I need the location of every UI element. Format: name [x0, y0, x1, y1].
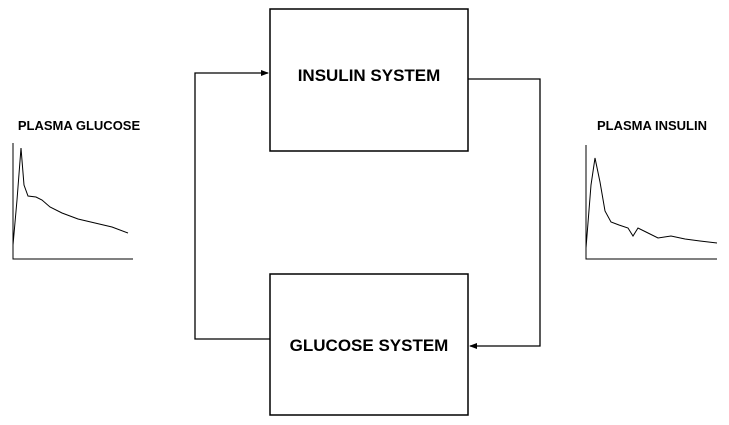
insulin-to-glucose-arrow	[468, 78, 541, 349]
plasma-glucose-plot: PLASMA GLUCOSE	[12, 118, 141, 260]
insulin-system-node: INSULIN SYSTEM	[269, 8, 469, 152]
plasma-glucose-label: PLASMA GLUCOSE	[18, 118, 141, 133]
glucose-system-node: GLUCOSE SYSTEM	[269, 273, 469, 416]
glucose-system-box	[269, 273, 469, 416]
plasma-insulin-axes	[585, 145, 717, 260]
insulin-system-label: INSULIN SYSTEM	[298, 66, 441, 85]
plasma-insulin-label: PLASMA INSULIN	[597, 118, 707, 133]
plasma-insulin-curve	[585, 157, 718, 249]
plasma-glucose-axes	[12, 143, 133, 260]
insulin-system-box	[269, 8, 469, 152]
glucose-to-insulin-arrow	[194, 70, 270, 340]
plasma-insulin-plot: PLASMA INSULIN	[585, 118, 718, 260]
plasma-glucose-curve	[12, 147, 129, 246]
glucose-system-label: GLUCOSE SYSTEM	[290, 336, 449, 355]
